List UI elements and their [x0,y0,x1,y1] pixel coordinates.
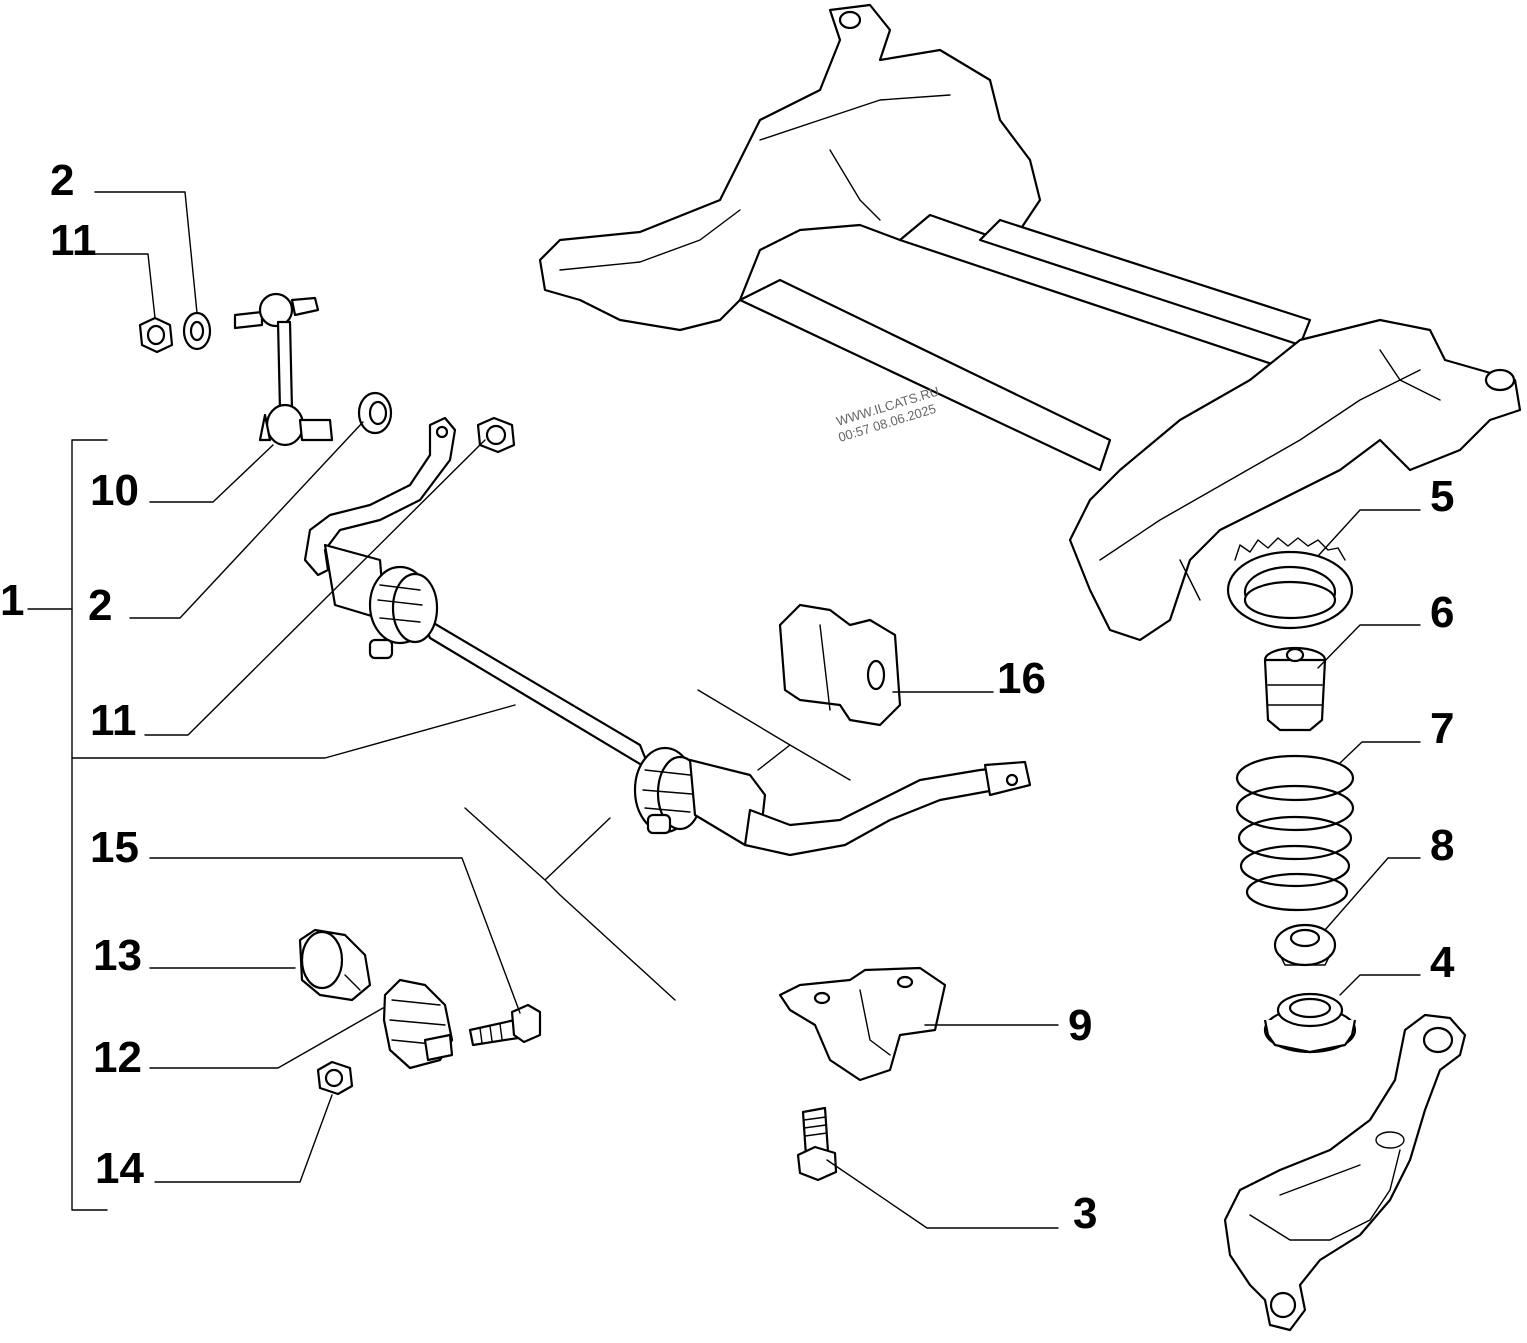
spring-seat-5 [1226,537,1354,630]
clamp-bracket-9 [778,966,947,1082]
bushing-13 [298,928,372,1002]
callout-3: 3 [1073,1189,1097,1238]
callout-9: 9 [1068,1001,1092,1050]
callout-8: 8 [1430,821,1454,870]
callout-10: 10 [90,466,139,515]
subframe-crossmember [538,3,1522,642]
washer-8 [1273,923,1337,967]
callout-6: 6 [1430,588,1454,637]
nut-11-top [138,316,174,354]
bracket-12 [382,978,454,1070]
callout-14: 14 [95,1144,144,1193]
leader-lines [27,191,1421,1229]
stabilizer-link-rod [233,292,334,447]
coil-spring-7 [1235,754,1355,912]
callout-1: 1 [0,576,24,625]
lower-control-arm [1223,1013,1467,1332]
callout-labels: 2 11 10 1 2 11 15 13 12 14 16 5 6 7 8 4 … [0,156,1455,1238]
callout-2-mid: 2 [88,581,112,630]
callout-4: 4 [1430,938,1455,987]
callout-15: 15 [90,823,139,872]
washer-2-mid [357,391,393,435]
callout-7: 7 [1430,704,1454,753]
spring-pad-4 [1263,992,1357,1054]
callout-2-top: 2 [50,156,74,205]
callout-16: 16 [997,654,1046,703]
callout-11-top: 11 [50,216,97,265]
callout-12: 12 [93,1033,142,1082]
callout-5: 5 [1430,472,1454,521]
nut-11-mid [476,416,516,454]
callout-11-mid: 11 [90,696,137,745]
callout-13: 13 [93,931,142,980]
washer-2-top [182,311,212,351]
nut-14 [316,1060,354,1096]
guide-line-upper [697,689,851,781]
bump-stop-6 [1263,646,1327,732]
bushing-16 [778,603,902,727]
bolt-3 [796,1106,838,1182]
stabilizer-bar [303,416,1032,857]
guide-line-lower [464,807,676,1001]
bolt-15 [468,1003,542,1047]
